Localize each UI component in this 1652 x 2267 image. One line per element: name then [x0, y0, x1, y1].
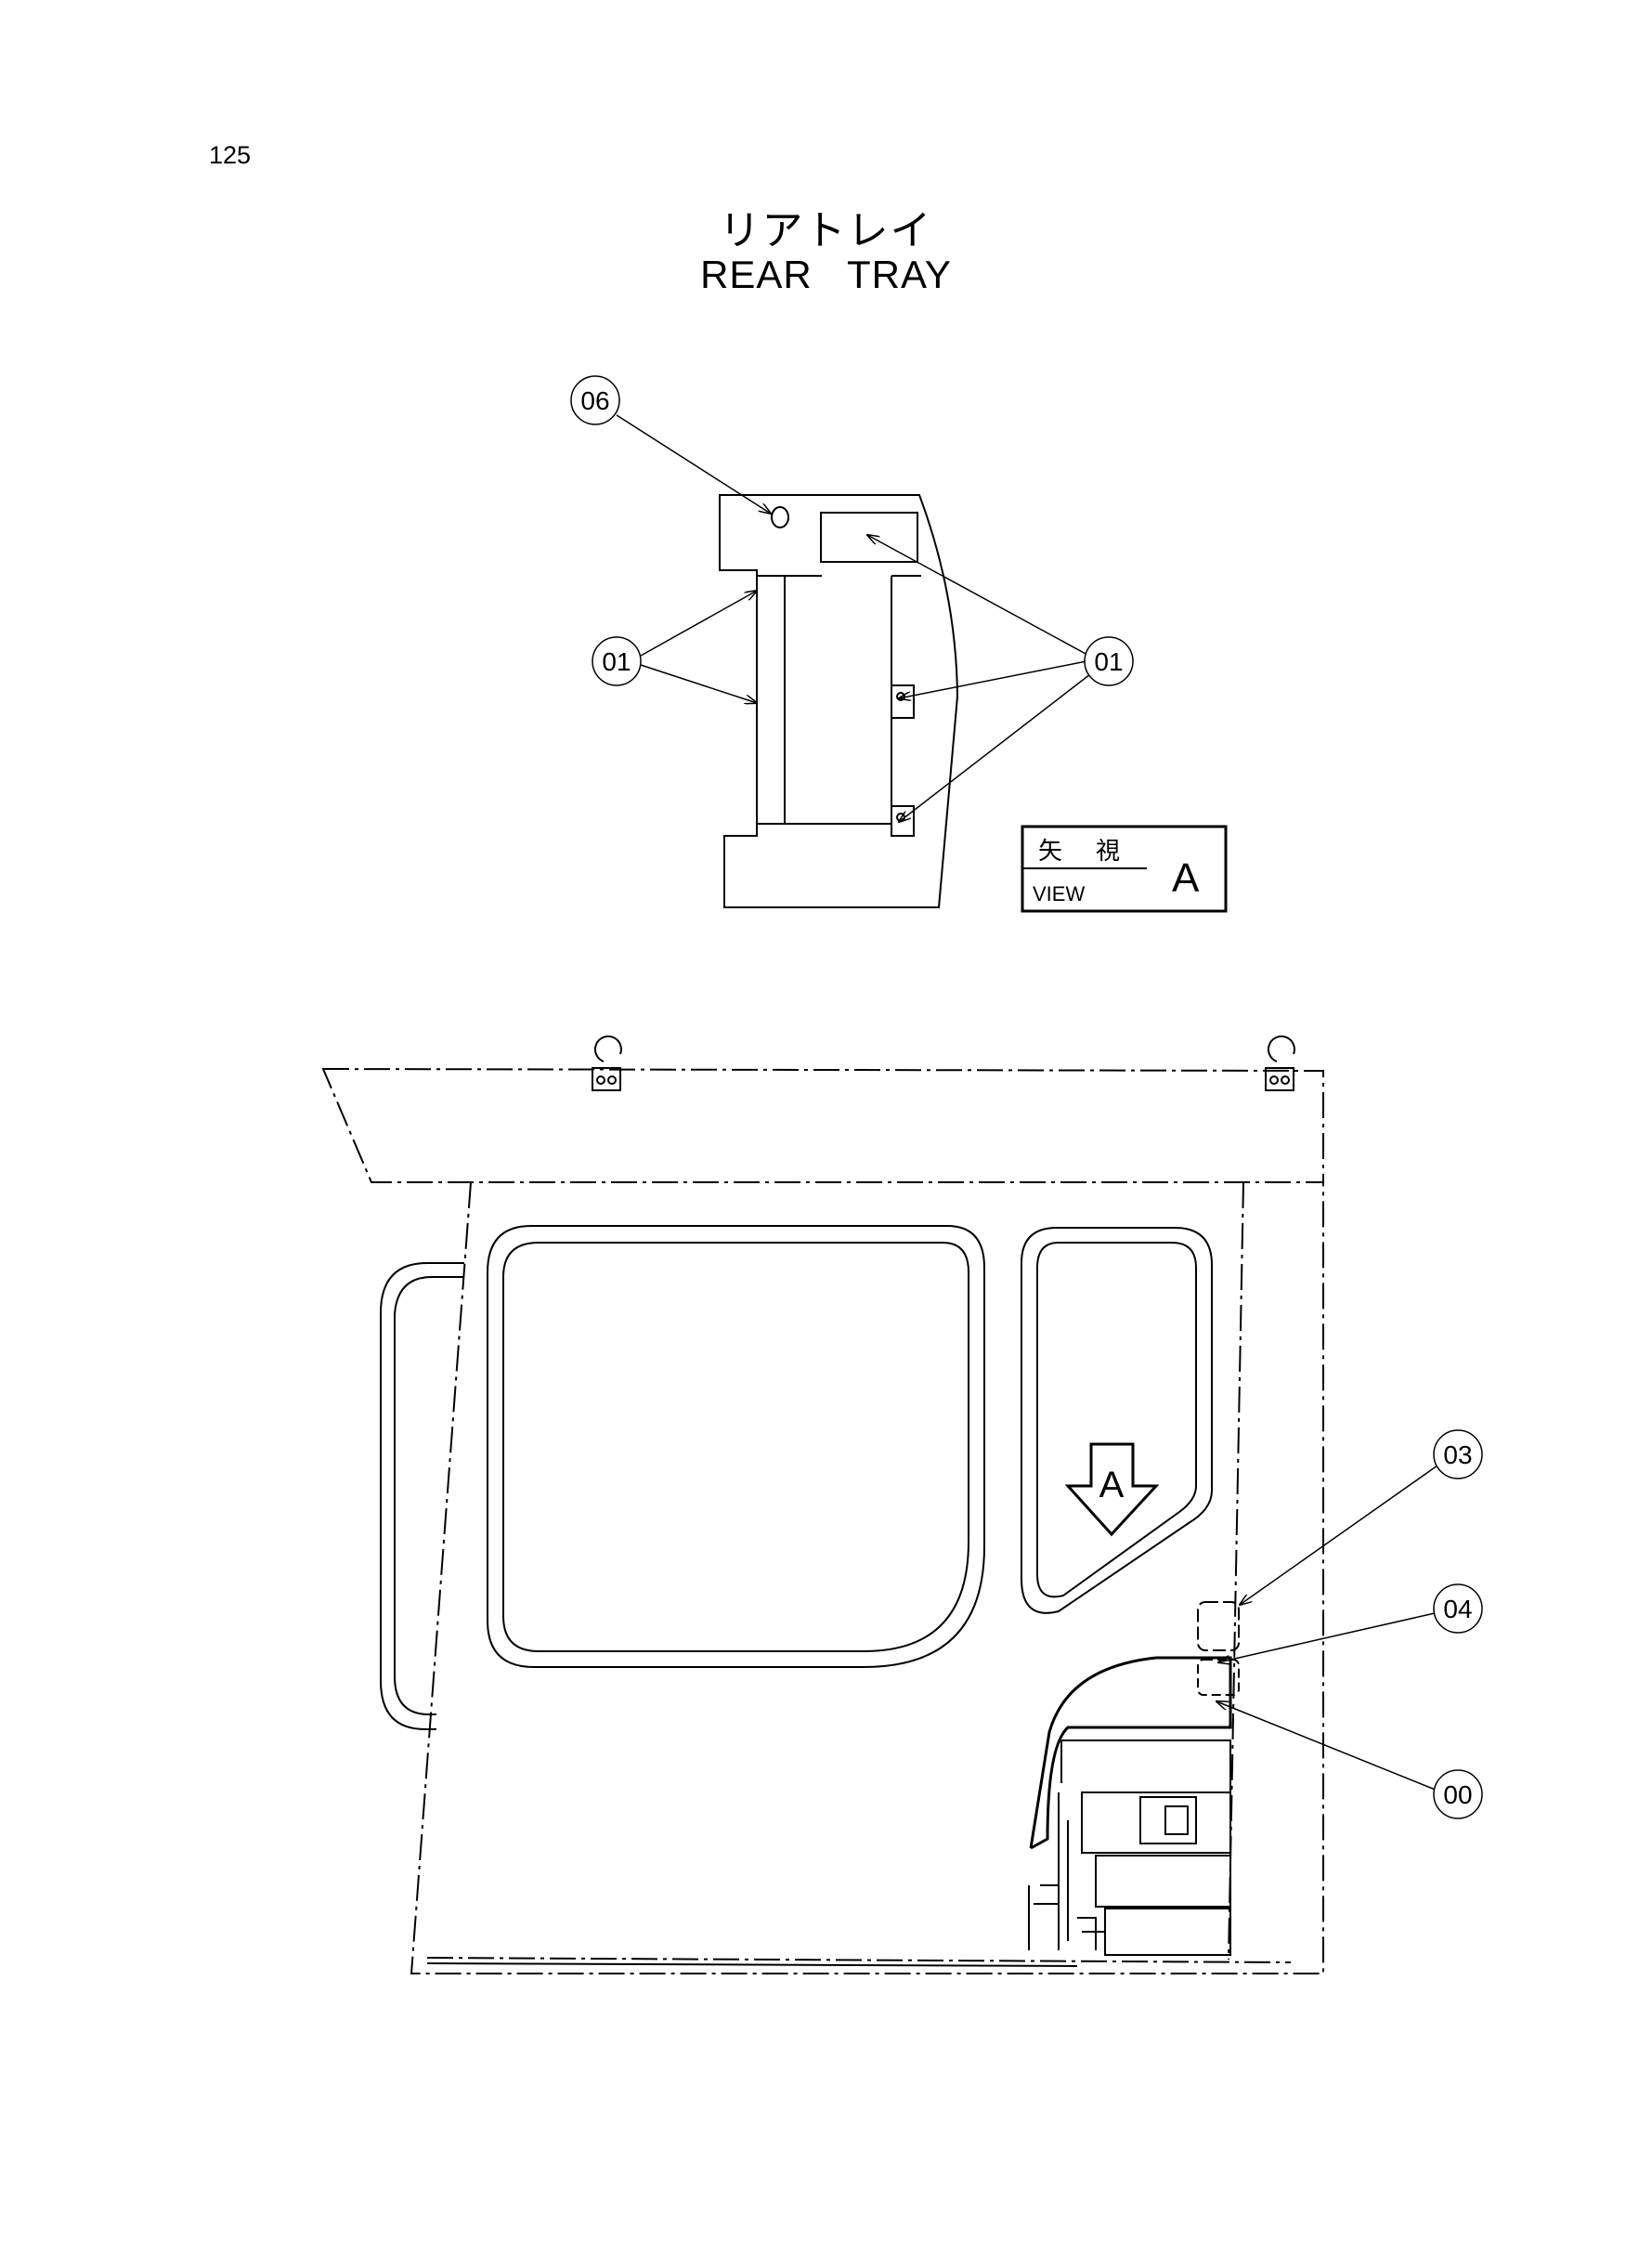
tray-outline [719, 494, 959, 908]
svg-text:01: 01 [602, 647, 631, 676]
clip-lower [891, 805, 915, 837]
machinery [1060, 1739, 1231, 1950]
tray-right-rail [756, 570, 921, 836]
page-number: 125 [209, 141, 252, 169]
clip-upper [891, 684, 915, 719]
lifting-eye-right [1265, 1035, 1295, 1091]
view-a-drawing [719, 494, 959, 908]
callout-06: 06 [570, 375, 620, 425]
svg-text:矢: 矢 [1038, 837, 1062, 865]
label-plate [820, 512, 918, 563]
svg-text:視: 視 [1096, 837, 1120, 865]
callout-01-right: 01 [1084, 636, 1134, 686]
title-english: REAR TRAY [700, 253, 952, 296]
svg-text:A: A [1172, 855, 1200, 901]
callout-03: 03 [1433, 1429, 1483, 1479]
tray-part-03 [1197, 1601, 1240, 1651]
svg-text:03: 03 [1443, 1440, 1472, 1469]
window-small [1021, 1227, 1213, 1614]
svg-text:06: 06 [580, 386, 609, 415]
handrail [380, 1262, 464, 1730]
cab-leaders [1216, 1465, 1438, 1791]
cab-roof [321, 1067, 1324, 1183]
callout-04: 04 [1433, 1583, 1483, 1634]
svg-text:04: 04 [1443, 1595, 1472, 1623]
callout-00: 00 [1433, 1769, 1483, 1819]
title-japanese: リアトレイ [719, 207, 933, 254]
tray-part-04 [1197, 1659, 1240, 1696]
view-a-leaders [616, 414, 1091, 822]
window-large [487, 1225, 985, 1668]
lifting-eye-left [592, 1035, 622, 1091]
view-a-label-box: 矢 視 VIEW A [1021, 825, 1228, 913]
svg-text:VIEW: VIEW [1033, 882, 1085, 905]
cab-drawing [321, 1035, 1324, 1974]
view-a-arrow-label: A [1099, 1465, 1125, 1505]
svg-text:01: 01 [1094, 647, 1123, 676]
hole-06 [771, 506, 789, 528]
view-a-arrow [1064, 1442, 1160, 1537]
callout-01-left: 01 [592, 636, 642, 686]
svg-text:00: 00 [1443, 1780, 1472, 1809]
